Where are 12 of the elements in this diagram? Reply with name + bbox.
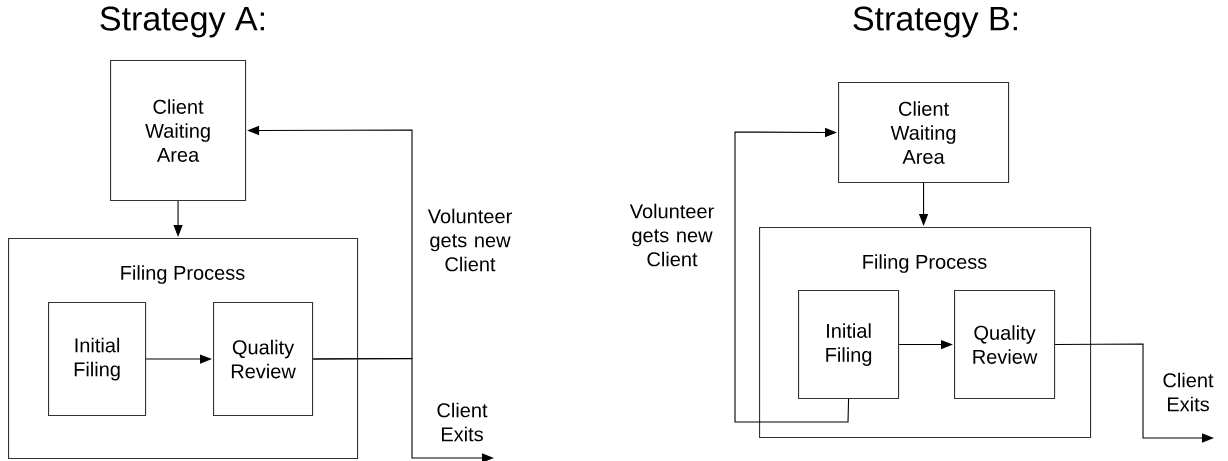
edge-label: Client Exits bbox=[437, 402, 488, 442]
process-box: Quality Review bbox=[954, 290, 1056, 400]
edge-label: Client Exits bbox=[1163, 372, 1214, 412]
process-box: Initial Filing bbox=[48, 302, 147, 417]
process-box: Client Waiting Area bbox=[838, 82, 1010, 184]
arrow bbox=[734, 127, 850, 423]
edge-label: Volunteer gets new Client bbox=[427, 208, 512, 272]
process-box: Client Waiting Area bbox=[110, 60, 247, 202]
process-box: Initial Filing bbox=[798, 290, 900, 400]
title: Strategy B: bbox=[853, 6, 1017, 38]
process-box: Quality Review bbox=[213, 302, 314, 417]
edge-label: Volunteer gets new Client bbox=[629, 203, 714, 267]
